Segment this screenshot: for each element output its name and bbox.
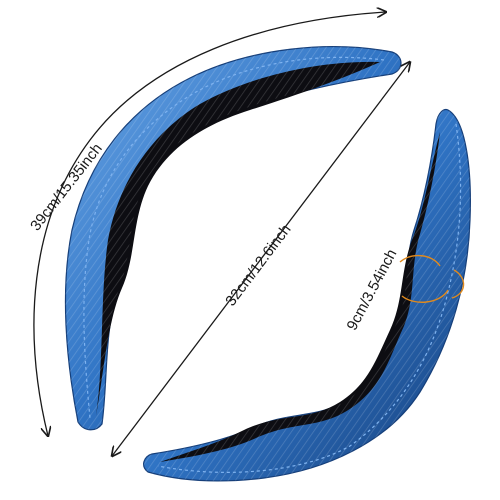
- diameter-label: 32cm/12.6inch: [222, 221, 294, 309]
- grip-circumference-label: 9cm/3.54inch: [344, 247, 401, 334]
- hand-grip-icon: [399, 255, 465, 303]
- grip-arc-side: [451, 269, 465, 299]
- right-cover-piece: [143, 108, 471, 482]
- left-cover-piece: [64, 46, 402, 431]
- diameter-arrow: [112, 62, 410, 456]
- left-cover-texture: [65, 46, 401, 430]
- grip-arc-top: [399, 255, 441, 267]
- arc-length-arrow: [33, 12, 386, 436]
- right-cover-texture: [143, 109, 471, 481]
- grip-arc-bottom: [401, 289, 449, 303]
